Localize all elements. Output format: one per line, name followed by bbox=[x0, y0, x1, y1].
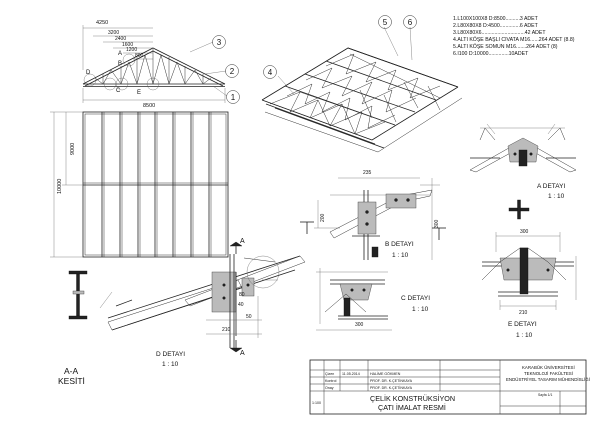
detail-letter-e: E bbox=[137, 90, 141, 96]
section-arrow-a-bottom: A bbox=[240, 350, 245, 357]
balloon-6: 6 bbox=[403, 15, 417, 29]
t-symbol-left bbox=[300, 221, 314, 234]
detail-b-dim-300: 300 bbox=[434, 219, 440, 228]
bom-line-6: 6.I100 D:10000..............10ADET bbox=[453, 51, 529, 57]
tb-row2-label: Kontrol bbox=[325, 379, 337, 383]
balloon-5: 5 bbox=[378, 15, 392, 29]
tb-row1-label: Çizen bbox=[325, 372, 334, 376]
svg-text:4: 4 bbox=[268, 68, 273, 77]
section-arrow-a-top: A bbox=[240, 238, 245, 245]
plan-dim-10000: 10000 bbox=[57, 179, 63, 194]
drawing-title-line-2: ÇATI İMALAT RESMİ bbox=[378, 403, 446, 412]
detail-c-dim-300: 300 bbox=[355, 322, 364, 328]
drawing-title-line-1: ÇELİK KONSTRÜKSİYON bbox=[370, 394, 455, 403]
bill-of-materials: 1.L100X100X8 D:8500..........3 ADET 2.L8… bbox=[453, 16, 575, 57]
tb-faculty: TEKNOLOJİ FAKÜLTESİ bbox=[524, 371, 573, 376]
balloon-1: 1 bbox=[226, 90, 240, 104]
t-symbol-right bbox=[432, 227, 446, 240]
dim-total-half: 4250 bbox=[96, 20, 108, 26]
plan-dim-9000: 9000 bbox=[70, 143, 76, 155]
detail-letter-b: B bbox=[118, 61, 122, 67]
detail-e-dim-210: 210 bbox=[519, 310, 528, 316]
detail-e-drawing bbox=[481, 232, 577, 310]
detail-b-drawing bbox=[314, 177, 440, 260]
detail-letter-d: D bbox=[86, 70, 91, 76]
tb-row3-name: PROF. DR. K.ÇETİNKAYA bbox=[370, 385, 413, 390]
balloon-3: 3 bbox=[212, 35, 226, 49]
aa-section-subtitle: KESİTİ bbox=[58, 376, 85, 386]
dim-span: 8500 bbox=[143, 103, 155, 109]
balloon-4: 4 bbox=[263, 65, 277, 79]
detail-e-title: E DETAYI bbox=[508, 321, 537, 328]
bom-line-3: 3.L80X80X6..............................… bbox=[453, 30, 546, 36]
detail-d-title: D DETAYI bbox=[156, 351, 185, 358]
detail-d-dim-80: 80 bbox=[239, 292, 245, 298]
detail-d-dim-210: 210 bbox=[222, 327, 231, 333]
svg-text:5: 5 bbox=[383, 18, 388, 27]
detail-d-dim-40: 40 bbox=[238, 302, 244, 308]
dim-1600: 1600 bbox=[122, 42, 133, 48]
tb-sheet-number: Sayfa 1/1 bbox=[538, 393, 552, 397]
detail-b-title: B DETAYI bbox=[385, 241, 414, 248]
detail-e-scale: 1 : 10 bbox=[516, 332, 533, 339]
dim-2400: 2400 bbox=[115, 36, 126, 42]
bom-line-5: 5.ALTI KÖŞE SOMUN M16.......264 ADET (8) bbox=[453, 43, 558, 50]
detail-d-dim-50: 50 bbox=[246, 314, 252, 320]
detail-b-dim-235: 235 bbox=[363, 170, 372, 176]
detail-letter-a: A bbox=[118, 51, 122, 57]
tb-department: ENDÜSTRİYEL TASARIM MÜHENDİSLİĞİ bbox=[506, 377, 590, 382]
detail-letter-c: C bbox=[116, 88, 121, 94]
detail-d-drawing bbox=[99, 241, 306, 353]
svg-text:6: 6 bbox=[408, 18, 413, 27]
detail-c-drawing bbox=[316, 268, 392, 331]
tb-row1-name: HALİME GÖKMEN bbox=[370, 371, 401, 376]
bom-line-4: 4.ALTI KÖŞE BAŞLI CIVATA M16......264 AD… bbox=[453, 36, 575, 43]
dim-800: 800 bbox=[135, 53, 144, 59]
detail-c-title: C DETAYI bbox=[401, 295, 430, 302]
aa-section-title: A-A bbox=[64, 366, 79, 376]
roof-plan-view bbox=[50, 111, 229, 258]
dim-3200: 3200 bbox=[108, 30, 119, 36]
roof-isometric-view bbox=[261, 26, 463, 153]
tb-university: KARABÜK ÜNİVERSİTESİ bbox=[522, 365, 575, 370]
svg-text:3: 3 bbox=[217, 38, 222, 47]
tb-scale: 1:100 bbox=[312, 401, 321, 405]
balloon-2: 2 bbox=[225, 64, 239, 78]
detail-a-scale: 1 : 10 bbox=[548, 193, 565, 200]
detail-e-dim-300: 300 bbox=[520, 229, 529, 235]
center-cross-symbol bbox=[508, 199, 530, 220]
dim-1200: 1200 bbox=[126, 47, 137, 53]
truss-elevation bbox=[82, 25, 228, 103]
detail-a-drawing bbox=[469, 123, 577, 173]
aa-section-ibeam bbox=[68, 270, 88, 320]
detail-b-dim-200: 200 bbox=[320, 213, 326, 222]
bom-line-1: 1.L100X100X8 D:8500..........3 ADET bbox=[453, 16, 539, 22]
tb-row1-date: 11.05.2014 bbox=[342, 372, 360, 376]
detail-c-scale: 1 : 10 bbox=[412, 306, 429, 313]
svg-text:1: 1 bbox=[231, 93, 236, 102]
bom-line-2: 2.L80X80X8 D:4500..............6 ADET bbox=[453, 23, 539, 29]
title-block bbox=[309, 359, 587, 415]
svg-text:2: 2 bbox=[230, 67, 235, 76]
tb-row3-label: Onay bbox=[325, 386, 334, 390]
detail-b-scale: 1 : 10 bbox=[392, 252, 409, 259]
detail-a-title: A DETAYI bbox=[537, 183, 565, 190]
tb-row2-name: PROF. DR. K.ÇETİNKAYA bbox=[370, 378, 413, 383]
detail-d-scale: 1 : 10 bbox=[162, 361, 179, 368]
